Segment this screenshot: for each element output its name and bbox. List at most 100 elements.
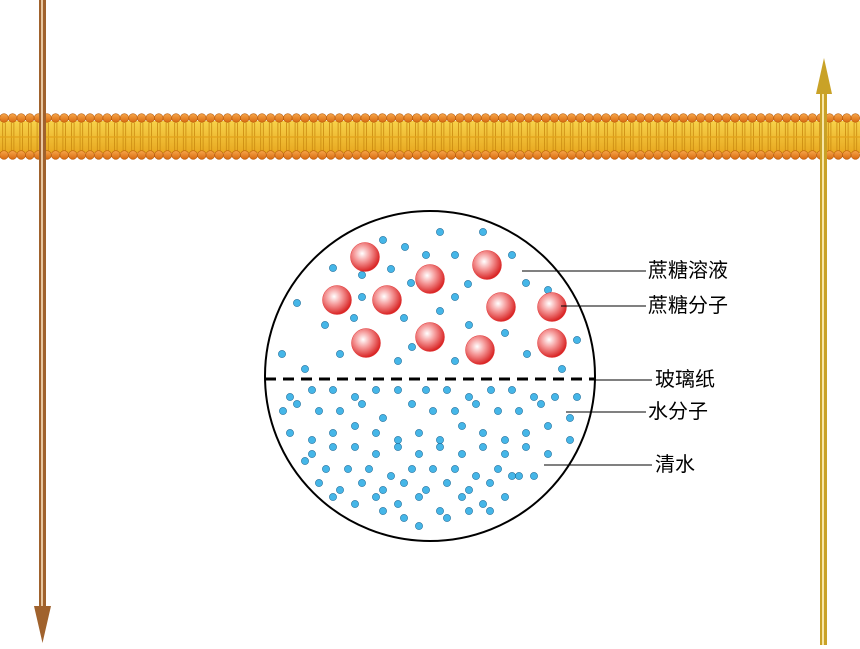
- lipid-head: [523, 113, 534, 123]
- lipid-head: [618, 150, 628, 160]
- water-molecule: [365, 465, 373, 473]
- water-molecule: [351, 422, 359, 430]
- water-molecule: [387, 265, 395, 273]
- phospholipid-bilayer: [0, 113, 860, 160]
- lipid-head: [652, 150, 663, 160]
- lipid-head: [386, 150, 396, 160]
- sucrose-molecule: [465, 335, 495, 365]
- lipid-head: [704, 113, 714, 123]
- circle-outline: [264, 210, 596, 542]
- water-molecule: [379, 414, 387, 422]
- lipid-head: [455, 113, 465, 123]
- lipid-head: [231, 150, 241, 160]
- water-molecule: [464, 280, 472, 288]
- label-leader-lines: [522, 270, 652, 466]
- water-molecule: [350, 314, 358, 322]
- lipid-head: [369, 113, 379, 123]
- water-molecule: [522, 443, 530, 451]
- lipid-head: [713, 113, 723, 123]
- lipid-head: [661, 150, 671, 160]
- water-molecule: [401, 243, 409, 251]
- sucrose-molecule: [350, 242, 380, 272]
- lipid-head: [420, 150, 431, 160]
- water-molecule: [278, 350, 286, 358]
- water-molecule: [494, 407, 502, 415]
- lipid-head: [489, 113, 499, 123]
- lipid-head: [506, 113, 517, 123]
- lipid-head: [558, 113, 568, 123]
- lipid-head: [93, 150, 104, 160]
- lipid-head: [463, 113, 474, 123]
- sucrose-molecule: [537, 292, 567, 322]
- lipid-head: [790, 113, 800, 123]
- water-molecule: [544, 422, 552, 430]
- lipid-head: [489, 150, 499, 160]
- lipid-head: [291, 113, 302, 123]
- lipid-head: [59, 113, 69, 123]
- lipid-head: [738, 150, 749, 160]
- lipid-head: [0, 113, 9, 123]
- water-molecule: [286, 429, 294, 437]
- water-molecule: [501, 436, 509, 444]
- water-molecule: [501, 493, 509, 501]
- label-sucrose-molecule: 蔗糖分子: [648, 293, 728, 317]
- lipid-head: [214, 113, 224, 123]
- water-molecule: [308, 436, 316, 444]
- lipid-head: [695, 150, 706, 160]
- lipid-head: [575, 113, 585, 123]
- water-molecule: [379, 486, 387, 494]
- lipid-head: [584, 113, 594, 123]
- lipid-head: [807, 113, 818, 123]
- lipid-head: [205, 113, 215, 123]
- water-molecule: [315, 479, 323, 487]
- lipid-head: [188, 150, 198, 160]
- lipid-head: [687, 150, 697, 160]
- lipid-head: [188, 113, 198, 123]
- water-molecule: [436, 307, 444, 315]
- water-molecule: [415, 450, 423, 458]
- water-molecule: [487, 386, 495, 394]
- lipid-head: [240, 150, 250, 160]
- lipid-head: [584, 150, 594, 160]
- lipid-head: [197, 113, 207, 123]
- lipid-head: [59, 150, 69, 160]
- label-clear-water: 清水: [655, 452, 695, 476]
- lipid-head: [635, 150, 646, 160]
- lipid-head: [472, 113, 482, 123]
- lipid-head: [506, 150, 517, 160]
- water-molecule: [465, 486, 473, 494]
- lipid-head: [403, 150, 413, 160]
- lipid-head: [93, 113, 104, 123]
- water-molecule: [451, 251, 459, 259]
- lipid-head: [102, 150, 112, 160]
- lipid-head: [747, 150, 757, 160]
- sucrose-molecules: [322, 242, 567, 365]
- water-molecule: [422, 386, 430, 394]
- lipid-head: [119, 113, 129, 123]
- water-molecule: [443, 514, 451, 522]
- water-molecule: [400, 514, 408, 522]
- lipid-head: [0, 150, 9, 160]
- sucrose-molecule: [372, 285, 402, 315]
- lipid-head: [266, 113, 276, 123]
- lipid-head: [773, 150, 783, 160]
- water-molecule: [573, 336, 581, 344]
- label-cellophane: 玻璃纸: [655, 367, 715, 391]
- water-molecule: [530, 472, 538, 480]
- lipid-head: [575, 150, 585, 160]
- water-molecule: [422, 251, 430, 259]
- water-molecule: [293, 400, 301, 408]
- lipid-head: [687, 113, 697, 123]
- lipid-head: [266, 150, 276, 160]
- left-downward-arrow: [34, 0, 51, 643]
- lipid-head: [283, 150, 293, 160]
- lipid-head: [137, 113, 147, 123]
- water-molecule: [523, 350, 531, 358]
- lipid-head: [730, 113, 740, 123]
- lipid-head: [8, 113, 18, 123]
- lipid-head: [790, 150, 800, 160]
- water-molecule: [494, 465, 502, 473]
- sucrose-molecule: [415, 322, 445, 352]
- lipid-head: [412, 113, 422, 123]
